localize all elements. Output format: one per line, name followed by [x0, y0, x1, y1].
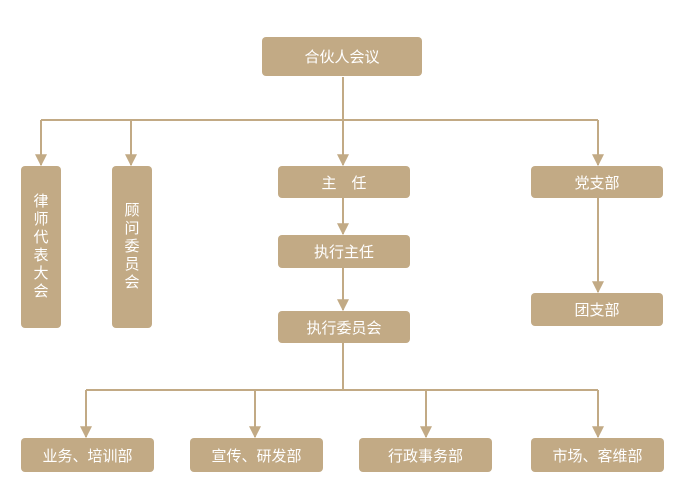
node-league-branch: 团支部: [531, 293, 663, 326]
node-executive-director: 执行主任: [278, 235, 410, 268]
node-partners-meeting: 合伙人会议: [262, 37, 422, 76]
node-publicity-rd-dept: 宣传、研发部: [190, 438, 323, 472]
node-market-client-dept: 市场、客维部: [531, 438, 664, 472]
node-administration-dept: 行政事务部: [359, 438, 492, 472]
node-advisory-committee: 顾问委员会: [112, 166, 152, 328]
node-executive-committee: 执行委员会: [278, 311, 410, 343]
node-director: 主 任: [278, 166, 410, 198]
node-party-branch: 党支部: [531, 166, 663, 198]
node-business-training-dept: 业务、培训部: [21, 438, 154, 472]
node-lawyers-congress: 律师代表大会: [21, 166, 61, 328]
